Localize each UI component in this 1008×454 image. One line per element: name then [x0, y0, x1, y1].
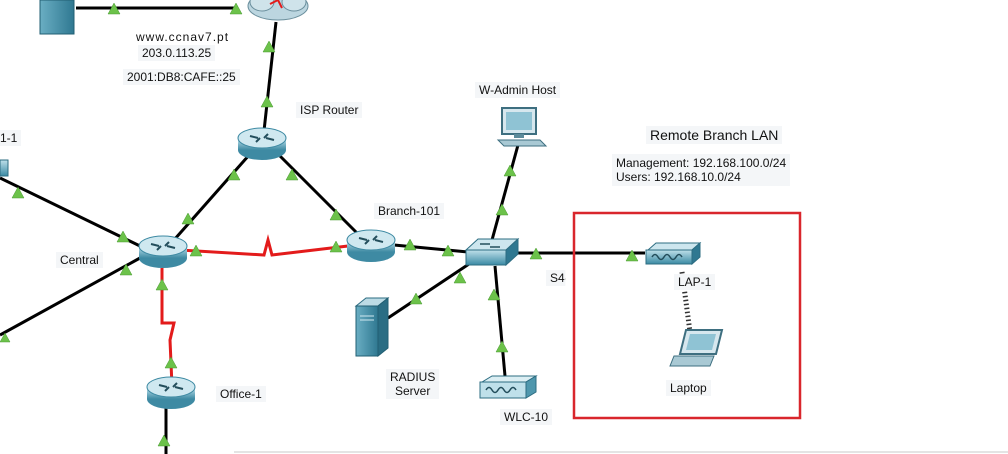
link-status-indicators: [0, 2, 639, 447]
admin-host-pc-icon[interactable]: [496, 107, 548, 147]
s4-switch-icon[interactable]: [464, 237, 520, 267]
website-ipv4-label: 203.0.113.25: [138, 45, 216, 61]
website-url-label: www.ccnav7.pt: [136, 30, 230, 44]
management-subnet-label: Management: 192.168.100.0/24: [616, 156, 787, 170]
s1-switch-label: S1-1: [0, 130, 22, 146]
users-subnet-label: Users: 192.168.10.0/24: [616, 170, 741, 184]
link-up-triangle: [107, 2, 121, 15]
link-up-triangle: [529, 247, 543, 260]
link-s1-central: [0, 176, 141, 248]
link-up-triangle: [329, 240, 343, 253]
central-router-label: Central: [56, 252, 103, 268]
link-up-triangle: [495, 340, 509, 353]
link-isp-central: [172, 153, 252, 241]
link-switch-radius: [387, 260, 473, 320]
link-up-triangle: [119, 263, 133, 276]
link-up-triangle: [503, 164, 517, 177]
link-up-triangle: [487, 288, 501, 301]
office-router-label: Office-1: [216, 386, 266, 402]
link-up-triangle: [164, 356, 178, 369]
radius-server-label: RADIUS Server: [386, 369, 440, 399]
link-up-triangle: [229, 2, 243, 15]
laptop-icon[interactable]: [669, 329, 724, 367]
link-switch-wlc: [493, 265, 507, 377]
link-switch-admin: [490, 144, 520, 241]
link-up-triangle: [495, 203, 509, 216]
wlc-controller-icon[interactable]: [479, 375, 538, 399]
link-up-triangle: [11, 186, 25, 199]
link-up-triangle: [155, 278, 169, 291]
link-isp-cloud: [261, 21, 278, 141]
central-router-icon[interactable]: [138, 235, 188, 268]
link-up-triangle: [625, 249, 639, 262]
isp-router-icon[interactable]: [237, 127, 287, 160]
wlc-label: WLC-10: [500, 409, 553, 425]
admin-host-label: W-Admin Host: [475, 82, 561, 98]
link-up-triangle: [189, 244, 203, 257]
link-central-office-serial: [160, 268, 176, 387]
radius-label-line1: RADIUS: [390, 370, 436, 384]
link-isp-branch: [276, 152, 362, 238]
link-up-triangle: [329, 208, 343, 221]
radius-server-icon[interactable]: [354, 296, 390, 358]
link-up-triangle: [403, 238, 417, 251]
link-up-triangle: [441, 244, 455, 257]
link-up-triangle: [116, 230, 130, 243]
lap-access-point-icon[interactable]: [645, 241, 702, 266]
remote-branch-title: Remote Branch LAN: [646, 126, 783, 144]
radius-label-line2: Server: [395, 384, 431, 398]
laptop-label: Laptop: [666, 380, 711, 396]
s1-switch-icon[interactable]: [0, 159, 9, 177]
isp-router-label: ISP Router: [296, 102, 363, 118]
link-up-triangle: [453, 271, 467, 284]
internet-cloud-icon[interactable]: [247, 0, 309, 21]
network-info-box: Management: 192.168.100.0/24 Users: 192.…: [612, 154, 791, 186]
link-up-triangle: [285, 168, 299, 181]
website-ipv6-label: 2001:DB8:CAFE::25: [123, 69, 240, 85]
link-up-triangle: [0, 332, 11, 343]
link-up-triangle: [157, 434, 171, 447]
link-up-triangle: [260, 95, 274, 108]
link-up-triangle: [227, 168, 241, 181]
lap-label: LAP-1: [674, 274, 716, 290]
link-central-branch-serial: [179, 234, 349, 257]
web-server-icon[interactable]: [39, 0, 75, 35]
link-central-left: [0, 256, 141, 337]
branch-router-label: Branch-101: [374, 203, 445, 219]
branch-router-icon[interactable]: [346, 229, 396, 262]
links: [0, 6, 693, 454]
office-router-icon[interactable]: [146, 376, 196, 409]
s4-switch-label: S4-1: [546, 270, 566, 286]
remote-branch-highlight-box: [572, 211, 802, 420]
link-up-triangle: [262, 40, 276, 53]
link-up-triangle: [409, 292, 423, 305]
link-up-triangle: [181, 212, 195, 225]
